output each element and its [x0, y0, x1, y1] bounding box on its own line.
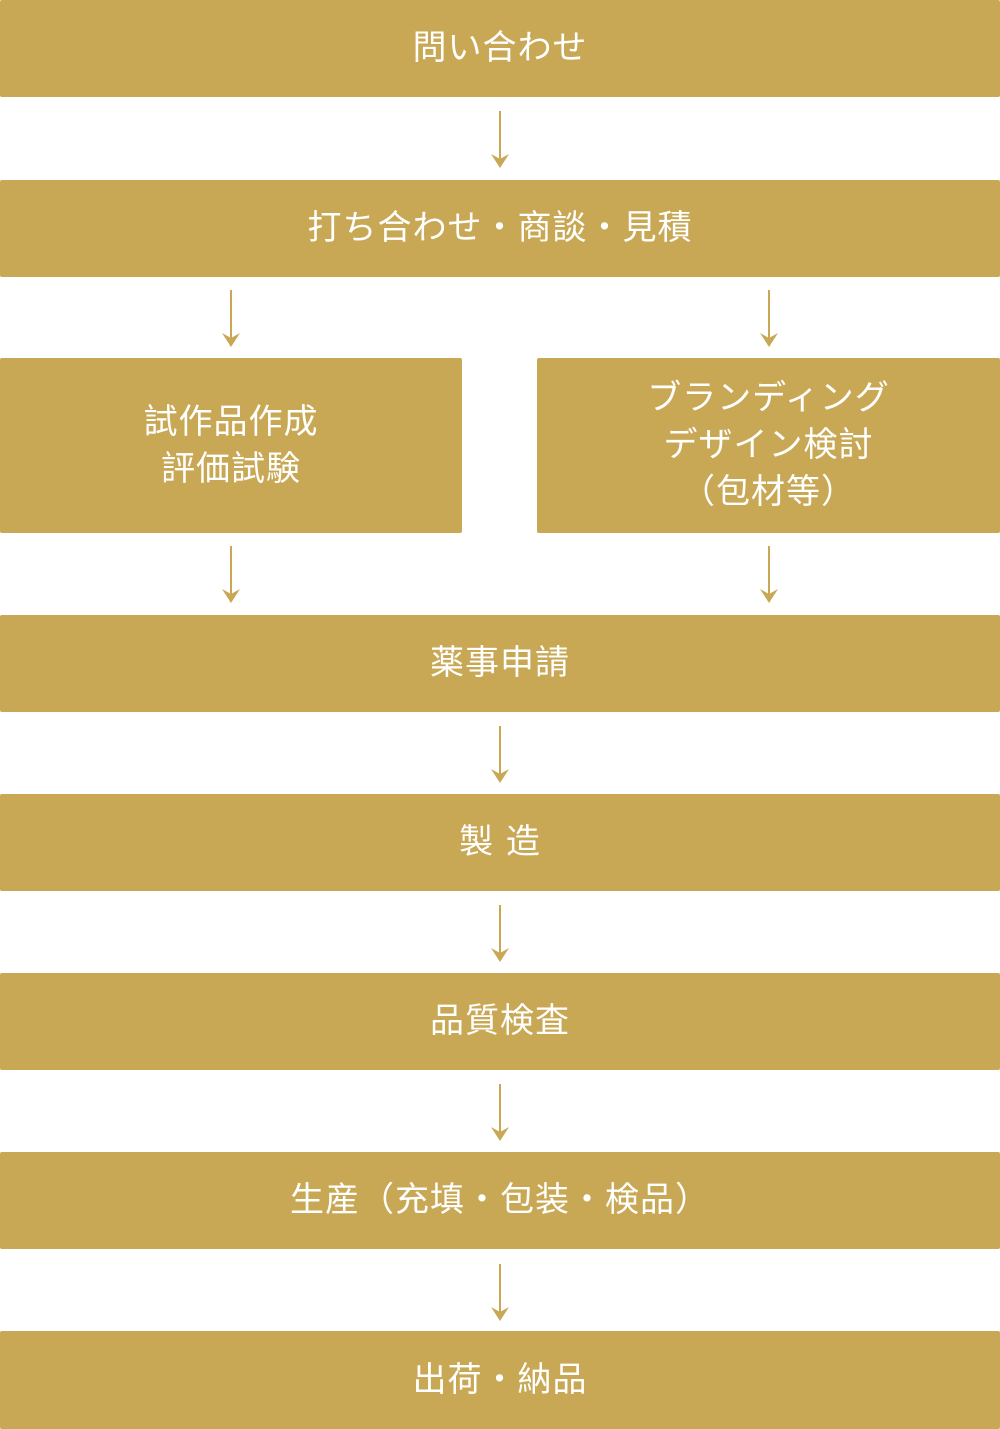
step-label: 出荷・納品 — [412, 1359, 588, 1400]
step-shipping: 出荷・納品 — [0, 1331, 1000, 1429]
arrow-down-icon — [490, 1264, 510, 1322]
step-prototype: 試作品作成 評価試験 — [0, 358, 462, 533]
arrow-down-icon — [490, 1084, 510, 1142]
step-label: （包材等） — [681, 472, 856, 512]
arrow-down-icon — [221, 290, 241, 348]
arrow-down-icon — [490, 905, 510, 963]
step-label: 薬事申請 — [430, 643, 570, 683]
step-label: 評価試験 — [161, 448, 301, 489]
step-application: 薬事申請 — [0, 615, 1000, 712]
step-label: デザイン検討 — [663, 425, 874, 465]
arrow-down-icon — [221, 546, 241, 604]
step-label: 試作品作成 — [143, 401, 319, 442]
step-label: ブランディング — [647, 378, 890, 418]
step-inquiry: 問い合わせ — [0, 0, 1000, 97]
step-label: 問い合わせ — [412, 28, 588, 68]
step-label: 品質検査 — [430, 1001, 570, 1041]
step-manufacturing: 製 造 — [0, 794, 1000, 891]
step-label: 製 造 — [459, 822, 541, 862]
step-production: 生産（充填・包装・検品） — [0, 1152, 1000, 1249]
arrow-down-icon — [759, 546, 779, 604]
step-meeting: 打ち合わせ・商談・見積 — [0, 180, 1000, 277]
arrow-down-icon — [490, 726, 510, 784]
step-label: 生産（充填・包装・検品） — [290, 1180, 710, 1220]
step-label: 打ち合わせ・商談・見積 — [307, 208, 693, 248]
arrow-down-icon — [490, 111, 510, 169]
arrow-down-icon — [759, 290, 779, 348]
step-inspection: 品質検査 — [0, 973, 1000, 1070]
step-branding: ブランディング デザイン検討 （包材等） — [537, 358, 1000, 533]
